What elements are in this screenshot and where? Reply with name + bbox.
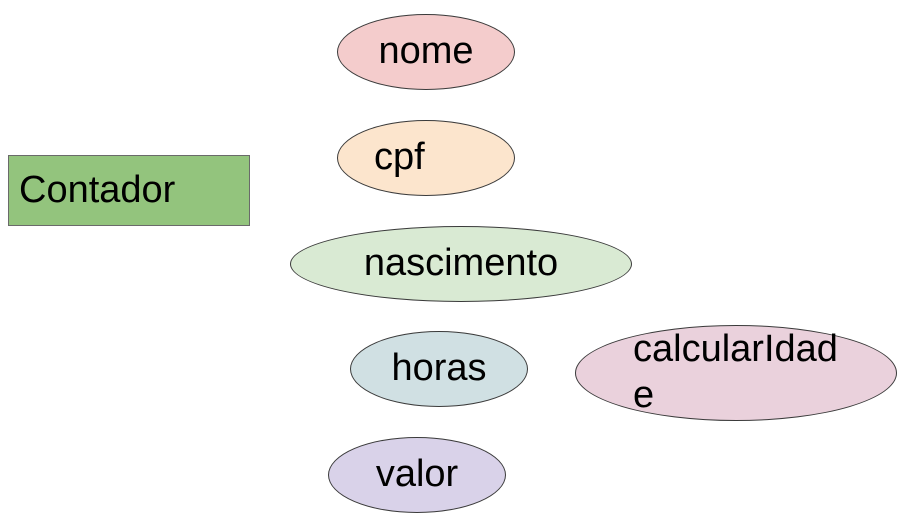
method-calcular-idade: calcularIdade (575, 325, 897, 421)
attribute-horas: horas (350, 331, 528, 407)
class-box-contador: Contador (8, 155, 250, 226)
attribute-label: valor (375, 453, 459, 496)
attribute-label: nome (378, 30, 474, 73)
attribute-label: nascimento (363, 242, 559, 285)
method-label: calcularIdade (633, 328, 838, 416)
attribute-nascimento: nascimento (290, 226, 632, 302)
attribute-valor: valor (328, 437, 506, 513)
attribute-label: cpf (374, 136, 425, 179)
attribute-nome: nome (337, 14, 515, 90)
attribute-label: horas (391, 347, 487, 390)
attribute-cpf: cpf (337, 120, 515, 196)
class-label: Contador (19, 168, 176, 211)
